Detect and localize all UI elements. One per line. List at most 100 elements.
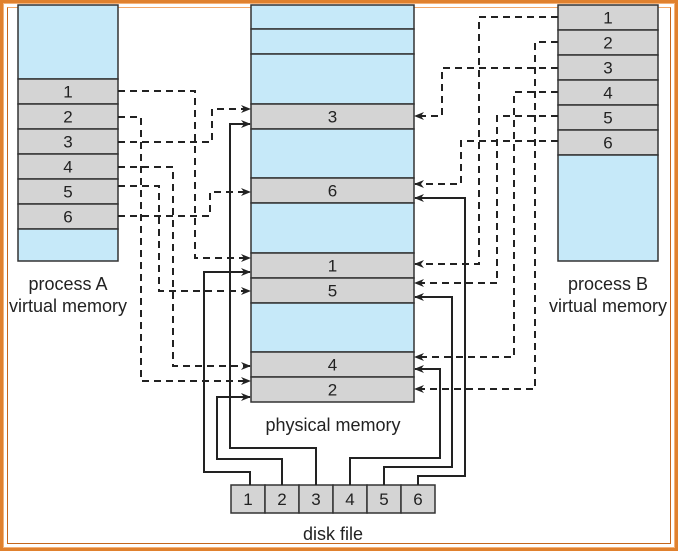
- process-b-page-number: 4: [603, 84, 612, 103]
- physical-frame-free: [250, 53, 415, 105]
- physical-frame-page-box: [250, 177, 415, 204]
- mapping-disk3-to-frame3: [229, 120, 317, 485]
- physical-frame-page: 2: [250, 376, 415, 403]
- process-a-page: 3: [17, 128, 119, 155]
- physical-frame-free: [250, 302, 415, 353]
- physical-frame-page-box: [250, 376, 415, 403]
- physical-frame-page-box: [250, 103, 415, 130]
- process-b-page-number: 6: [603, 134, 612, 153]
- process-a-page: 6: [17, 203, 119, 230]
- process-b-page: 2: [557, 29, 659, 56]
- process-a-page: 1: [17, 78, 119, 105]
- mapping-a4-to-frame4: [118, 166, 251, 370]
- mapping-b6-to-frame6: [414, 140, 558, 188]
- disk-block-box: [332, 484, 368, 514]
- process-a-page: 4: [17, 153, 119, 180]
- process-b-page-box: [557, 104, 659, 131]
- process-a-page-number: 5: [63, 183, 72, 202]
- physical-frame-page: 5: [250, 277, 415, 304]
- mapping-a1-to-frame1: [118, 90, 251, 262]
- physical-frame-page-number: 4: [328, 356, 337, 375]
- process-b-page-number: 2: [603, 34, 612, 53]
- disk-block: 5: [366, 484, 402, 514]
- disk-block: 2: [264, 484, 300, 514]
- mapping-b4-to-frame4: [414, 91, 558, 361]
- process-a-label: process A: [28, 274, 107, 294]
- disk-block-number: 1: [243, 490, 252, 509]
- disk-block-number: 5: [379, 490, 388, 509]
- physical-frame-page-number: 2: [328, 381, 337, 400]
- physical-frame-page-number: 6: [328, 182, 337, 201]
- physical-frame-free: [250, 128, 415, 179]
- process-b-page: 3: [557, 54, 659, 81]
- process-a-free-region-bottom: [17, 228, 119, 262]
- mapping-disk6-to-frame6: [414, 194, 466, 485]
- process-a-page-box: [17, 153, 119, 180]
- disk-block-number: 3: [311, 490, 320, 509]
- physical-frame-page-number: 5: [328, 282, 337, 301]
- physical-frame-page-number: 1: [328, 257, 337, 276]
- process-b-page: 1: [557, 4, 659, 31]
- process-a-sublabel: virtual memory: [9, 296, 127, 316]
- process-a-page-number: 2: [63, 108, 72, 127]
- physical-frame-free-box: [250, 53, 415, 105]
- mapping-disk2-to-frame2: [216, 393, 283, 485]
- process-b-free-region-bottom: [557, 154, 659, 262]
- physical-memory-label: physical memory: [265, 415, 400, 435]
- physical-frame-page: 4: [250, 351, 415, 378]
- disk-block-number: 4: [345, 490, 354, 509]
- process-b-page-number: 1: [603, 9, 612, 28]
- process-b-page-number: 3: [603, 59, 612, 78]
- physical-frame-page-box: [250, 351, 415, 378]
- process-b-page: 5: [557, 104, 659, 131]
- physical-frame-page: 6: [250, 177, 415, 204]
- process-b-page-box: [557, 129, 659, 156]
- disk-block: 6: [400, 484, 436, 514]
- process-b-page: 6: [557, 129, 659, 156]
- physical-memory: 3 6 1 5 4 2 physical memory: [250, 4, 415, 435]
- process-b-sublabel: virtual memory: [549, 296, 667, 316]
- disk-block-box: [298, 484, 334, 514]
- process-b-page-box: [557, 4, 659, 31]
- process-a-page: 5: [17, 178, 119, 205]
- physical-frame-page: 3: [250, 103, 415, 130]
- physical-frame-free-box: [250, 128, 415, 179]
- process-a-page-number: 1: [63, 83, 72, 102]
- disk-block: 4: [332, 484, 368, 514]
- process-a-page-number: 3: [63, 133, 72, 152]
- mapping-b1-to-frame1: [414, 16, 558, 268]
- physical-frame-page-number: 3: [328, 108, 337, 127]
- mapping-b2-to-frame2: [414, 41, 558, 393]
- physical-frame-free: [250, 28, 415, 55]
- mapping-disk1-to-frame1: [203, 268, 251, 485]
- process-b-virtual-memory: 1 2 3 4 5 6 process B virtual memory: [549, 4, 667, 316]
- physical-frame-free: [250, 4, 415, 30]
- physical-frame-free-box: [250, 4, 415, 30]
- disk-block-number: 2: [277, 490, 286, 509]
- process-b-page-box: [557, 79, 659, 106]
- mapping-b5-to-frame5: [414, 115, 558, 287]
- mapping-b3-to-frame3: [414, 67, 558, 120]
- process-b-label: process B: [568, 274, 648, 294]
- physical-frame-free-box: [250, 202, 415, 254]
- physical-frame-free: [250, 202, 415, 254]
- mapping-disk4-to-frame4: [349, 365, 441, 485]
- disk-block-box: [400, 484, 436, 514]
- process-a-free-region-top: [17, 4, 119, 80]
- process-b-page-number: 5: [603, 109, 612, 128]
- process-b-page: 4: [557, 79, 659, 106]
- disk-block: 1: [230, 484, 266, 514]
- process-a-page-box: [17, 203, 119, 230]
- disk-block: 3: [298, 484, 334, 514]
- disk-block-number: 6: [413, 490, 422, 509]
- physical-frame-free-box: [250, 28, 415, 55]
- mapping-disk5-to-frame5: [383, 293, 453, 485]
- process-a-page-box: [17, 128, 119, 155]
- mapping-a3-to-frame3: [118, 105, 251, 143]
- process-a-page: 2: [17, 103, 119, 130]
- mapping-a2-to-frame2: [118, 116, 251, 385]
- physical-frame-page: 1: [250, 252, 415, 279]
